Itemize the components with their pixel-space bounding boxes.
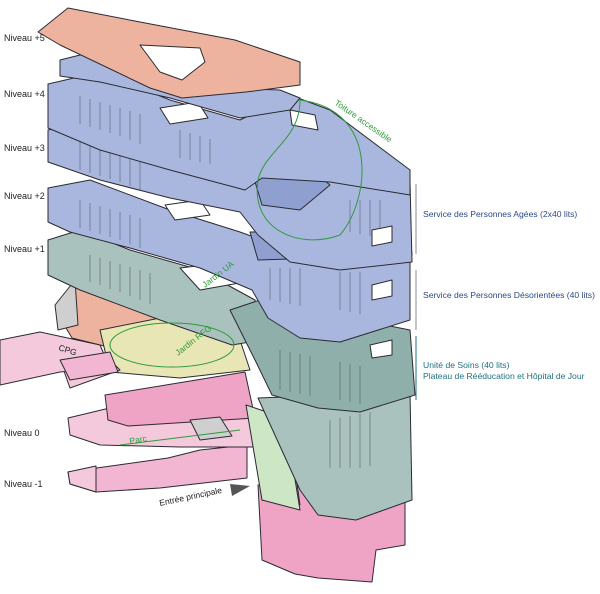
parc-label: Parc <box>129 433 149 446</box>
stair-hatch-n1 <box>89 255 361 404</box>
service-label-personnes-agees: Service des Personnes Agées (2x40 lits) <box>423 209 577 219</box>
level-0-plan <box>67 371 413 521</box>
level-label-n0: Niveau 0 <box>4 428 40 438</box>
stair-hatch-n2 <box>79 200 361 314</box>
service-label-plateau-reeducation: Plateau de Rééducation et Hôpital de Jou… <box>423 371 585 381</box>
level-label-n3: Niveau +3 <box>4 143 45 153</box>
level-1-plan <box>47 229 416 413</box>
stair-hatch-n0 <box>329 412 371 468</box>
entry-arrow-icon <box>230 484 250 496</box>
left-pink-wing <box>0 331 119 386</box>
service-label-personnes-desorientees: Service des Personnes Désorientées (40 l… <box>423 290 595 300</box>
level-label-nm1: Niveau -1 <box>4 479 43 489</box>
level-label-n1: Niveau +1 <box>4 244 45 254</box>
level-label-n4: Niveau +4 <box>4 89 45 99</box>
service-legend: Service des Personnes Agées (2x40 lits) … <box>415 184 595 400</box>
level-labels: Niveau +5 Niveau +4 Niveau +3 Niveau +2 … <box>4 33 45 489</box>
service-label-unite-soins: Unité de Soins (40 lits) <box>423 360 510 370</box>
level-4-plan <box>47 71 411 241</box>
level-5-roof-plan <box>37 7 301 119</box>
stair-hatch-n3 <box>79 142 381 238</box>
level-label-n2: Niveau +2 <box>4 191 45 201</box>
stair-hatch-n4 <box>79 96 211 164</box>
level-label-n5: Niveau +5 <box>4 33 45 43</box>
entree-principale-label: Entrée principale <box>158 485 223 508</box>
